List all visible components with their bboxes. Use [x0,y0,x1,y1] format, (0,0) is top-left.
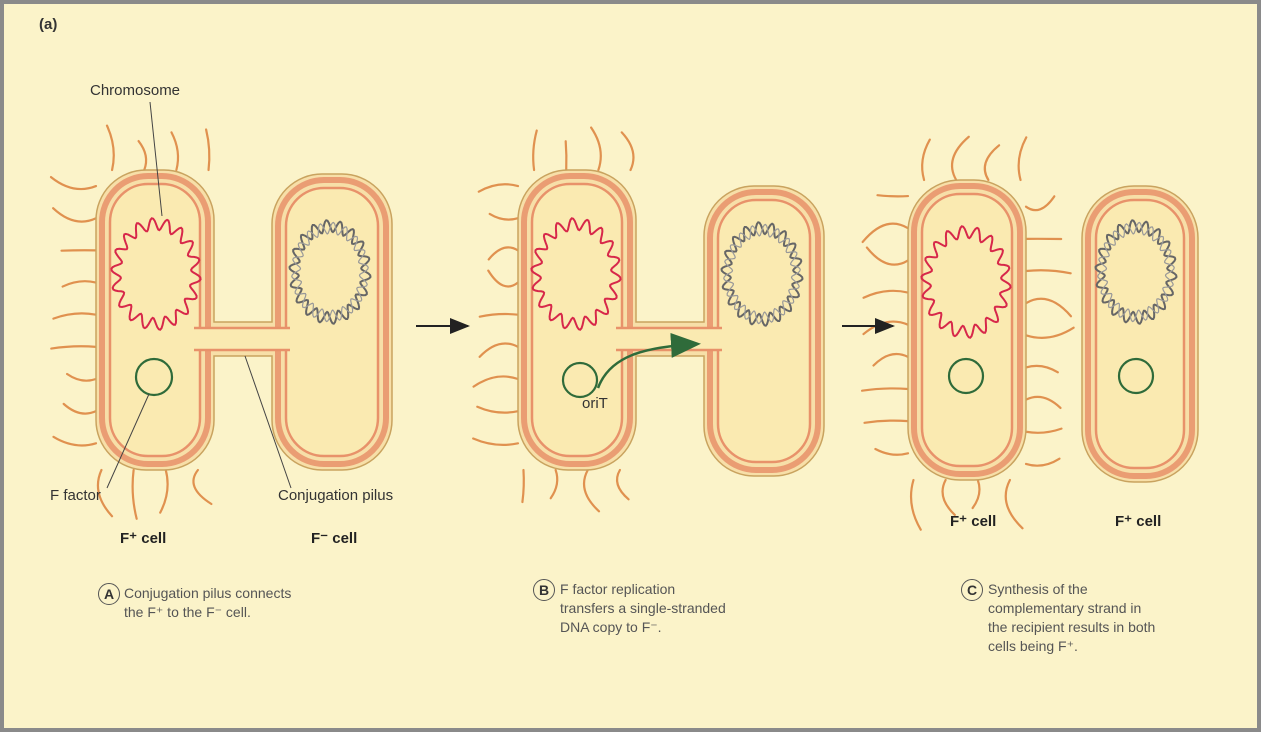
step-badge-b: B [533,579,555,601]
hshape-b [518,170,824,476]
orit-label: oriT [582,395,608,412]
pilus-label: Conjugation pilus [278,487,393,504]
cell-c-left [908,180,1026,480]
step-caption-a: Conjugation pilus connects the F⁺ to the… [124,584,291,622]
recipient-cell-label-a: F⁻ cell [311,529,357,547]
step-badge-a: A [98,583,120,605]
chromosome-label: Chromosome [90,82,180,99]
f-factor-label: F factor [50,487,101,504]
step-caption-c: Synthesis of the complementary strand in… [988,580,1155,656]
right-cell-label-c: F⁺ cell [1115,512,1161,530]
cells [96,170,1198,482]
step-caption-b: F factor replication transfers a single-… [560,580,726,637]
donor-cell-label-a: F⁺ cell [120,529,166,547]
step-badge-c: C [961,579,983,601]
panel-label: (a) [39,16,57,33]
left-cell-label-c: F⁺ cell [950,512,996,530]
